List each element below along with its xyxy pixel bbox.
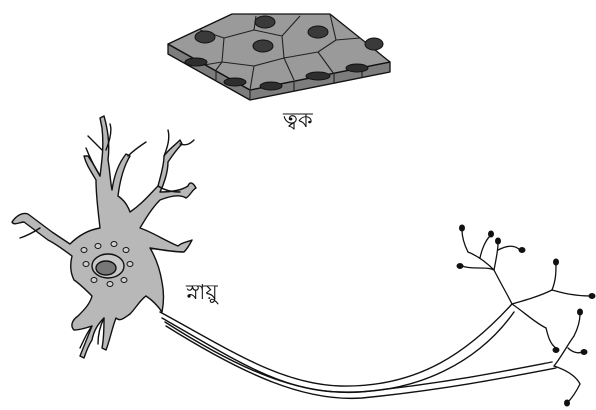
nerve-label: স্নায়ু [186, 282, 218, 303]
synaptic-knobs [457, 225, 595, 406]
skin-label: ত্বক [283, 110, 313, 131]
neuron-illustration [12, 116, 595, 406]
axon [160, 304, 556, 398]
axon-terminals [462, 230, 590, 402]
neuron-nucleolus [96, 261, 116, 275]
skin-tissue-illustration [168, 14, 390, 100]
